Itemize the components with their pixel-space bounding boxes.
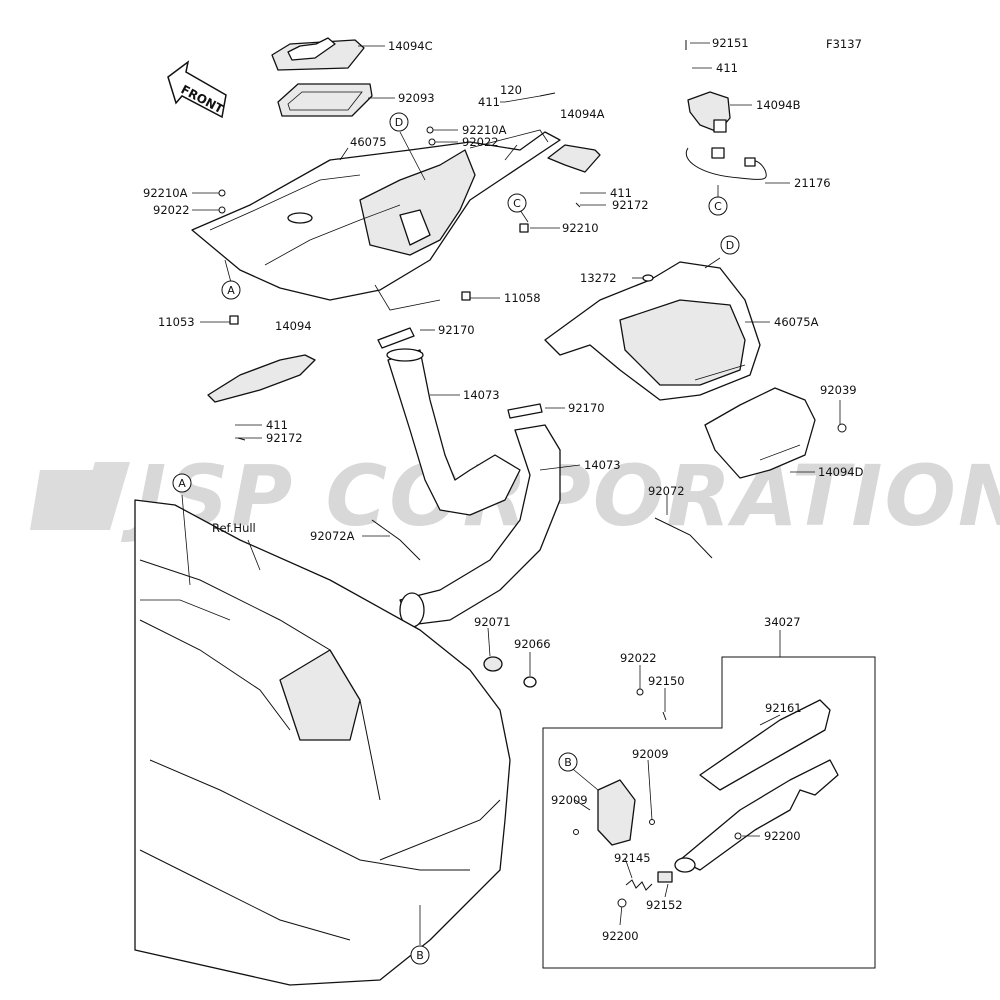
part-46075a-drawing: [544, 261, 761, 401]
part-46075-drawing: [191, 131, 561, 301]
svg-text:B: B: [416, 949, 424, 962]
svg-text:B: B: [564, 756, 572, 769]
figure-code: F3137: [826, 37, 862, 51]
part-label: 92172: [266, 431, 303, 445]
part-label: 14094D: [818, 465, 864, 479]
callout-a-top: A: [221, 280, 241, 300]
part-label: 92210: [562, 221, 599, 235]
part-label: 92072A: [310, 529, 355, 543]
front-arrow-icon: FRONT: [167, 60, 227, 119]
callout-d-cover: D: [720, 235, 740, 255]
part-label: 14073: [584, 458, 621, 472]
part-label: 14094C: [388, 39, 433, 53]
part-label: 92172: [612, 198, 649, 212]
part-14094b-drawing: [687, 91, 731, 133]
part-labels: 14094C 92093 120 411 92210A 92022 14094A…: [143, 36, 864, 943]
part-label: 34027: [764, 615, 801, 629]
callout-b-hull: B: [410, 945, 430, 965]
part-92072-cables-drawing: [371, 517, 713, 561]
callout-d-top: D: [389, 112, 409, 132]
part-92066-drawing: [523, 676, 537, 688]
part-label: 411: [266, 418, 288, 432]
callout-b-bracket: B: [558, 752, 578, 772]
callout-c-cable: C: [708, 196, 728, 216]
part-label: 14073: [463, 388, 500, 402]
part-label: 14094B: [756, 98, 801, 112]
part-label: 92009: [551, 793, 588, 807]
part-label: 13272: [580, 271, 617, 285]
part-label: 11053: [158, 315, 195, 329]
part-label: 92022: [153, 203, 190, 217]
part-92161-drawing: [674, 699, 839, 873]
part-label: 92093: [398, 91, 435, 105]
part-21176-drawing: [685, 147, 767, 181]
part-label: 92009: [632, 747, 669, 761]
part-label: 92161: [765, 701, 802, 715]
leader-lines: [181, 42, 841, 945]
callout-c-top: C: [507, 193, 527, 213]
part-label: 92200: [764, 829, 801, 843]
svg-text:A: A: [178, 477, 186, 490]
part-bracket-b-drawing: [597, 779, 636, 846]
part-label: 92210A: [143, 186, 188, 200]
svg-text:C: C: [714, 200, 722, 213]
part-14094-drawing: [207, 354, 316, 403]
svg-text:C: C: [513, 197, 521, 210]
part-label: 92200: [602, 929, 639, 943]
part-label: 120: [500, 83, 522, 97]
part-label: 92072: [648, 484, 685, 498]
part-label: 92066: [514, 637, 551, 651]
part-92170-clamps-drawing: [377, 327, 543, 419]
part-92071-drawing: [483, 656, 503, 672]
part-label: 14094: [275, 319, 312, 333]
svg-text:A: A: [227, 284, 235, 297]
part-label: 411: [610, 186, 632, 200]
part-label: 92170: [438, 323, 475, 337]
assembly-34027-box: [542, 656, 876, 969]
ref-hull-label: Ref.Hull: [212, 521, 256, 535]
part-label: 92022: [620, 651, 657, 665]
part-14094d-drawing: [704, 387, 816, 479]
part-label: 411: [716, 61, 738, 75]
part-label: 92152: [646, 898, 683, 912]
part-label: 92039: [820, 383, 857, 397]
hardware-bits: [218, 40, 847, 908]
part-label: 92210A: [462, 123, 507, 137]
part-label: 411: [478, 95, 500, 109]
part-label: 92071: [474, 615, 511, 629]
part-label: 92022: [462, 135, 499, 149]
part-14094c-drawing: [271, 37, 365, 71]
part-label: 92145: [614, 851, 651, 865]
part-92093-drawing: [277, 83, 373, 117]
part-14073-lower-drawing: [399, 424, 561, 628]
svg-text:D: D: [726, 239, 734, 252]
svg-text:D: D: [395, 116, 403, 129]
part-14094a-drawing: [547, 144, 601, 173]
part-14073-upper-drawing: [386, 348, 521, 516]
part-label: 11058: [504, 291, 541, 305]
part-label: 14094A: [560, 107, 605, 121]
hull-drawing: [134, 499, 511, 986]
callout-a-hull: A: [172, 473, 192, 493]
part-label: 21176: [794, 176, 831, 190]
part-label: 46075A: [774, 315, 819, 329]
part-label: 92151: [712, 36, 749, 50]
part-label: 92170: [568, 401, 605, 415]
part-label: 92150: [648, 674, 685, 688]
part-92152-drawing: [657, 871, 673, 883]
part-92145-spring-drawing: [625, 879, 653, 891]
part-label: 46075: [350, 135, 387, 149]
